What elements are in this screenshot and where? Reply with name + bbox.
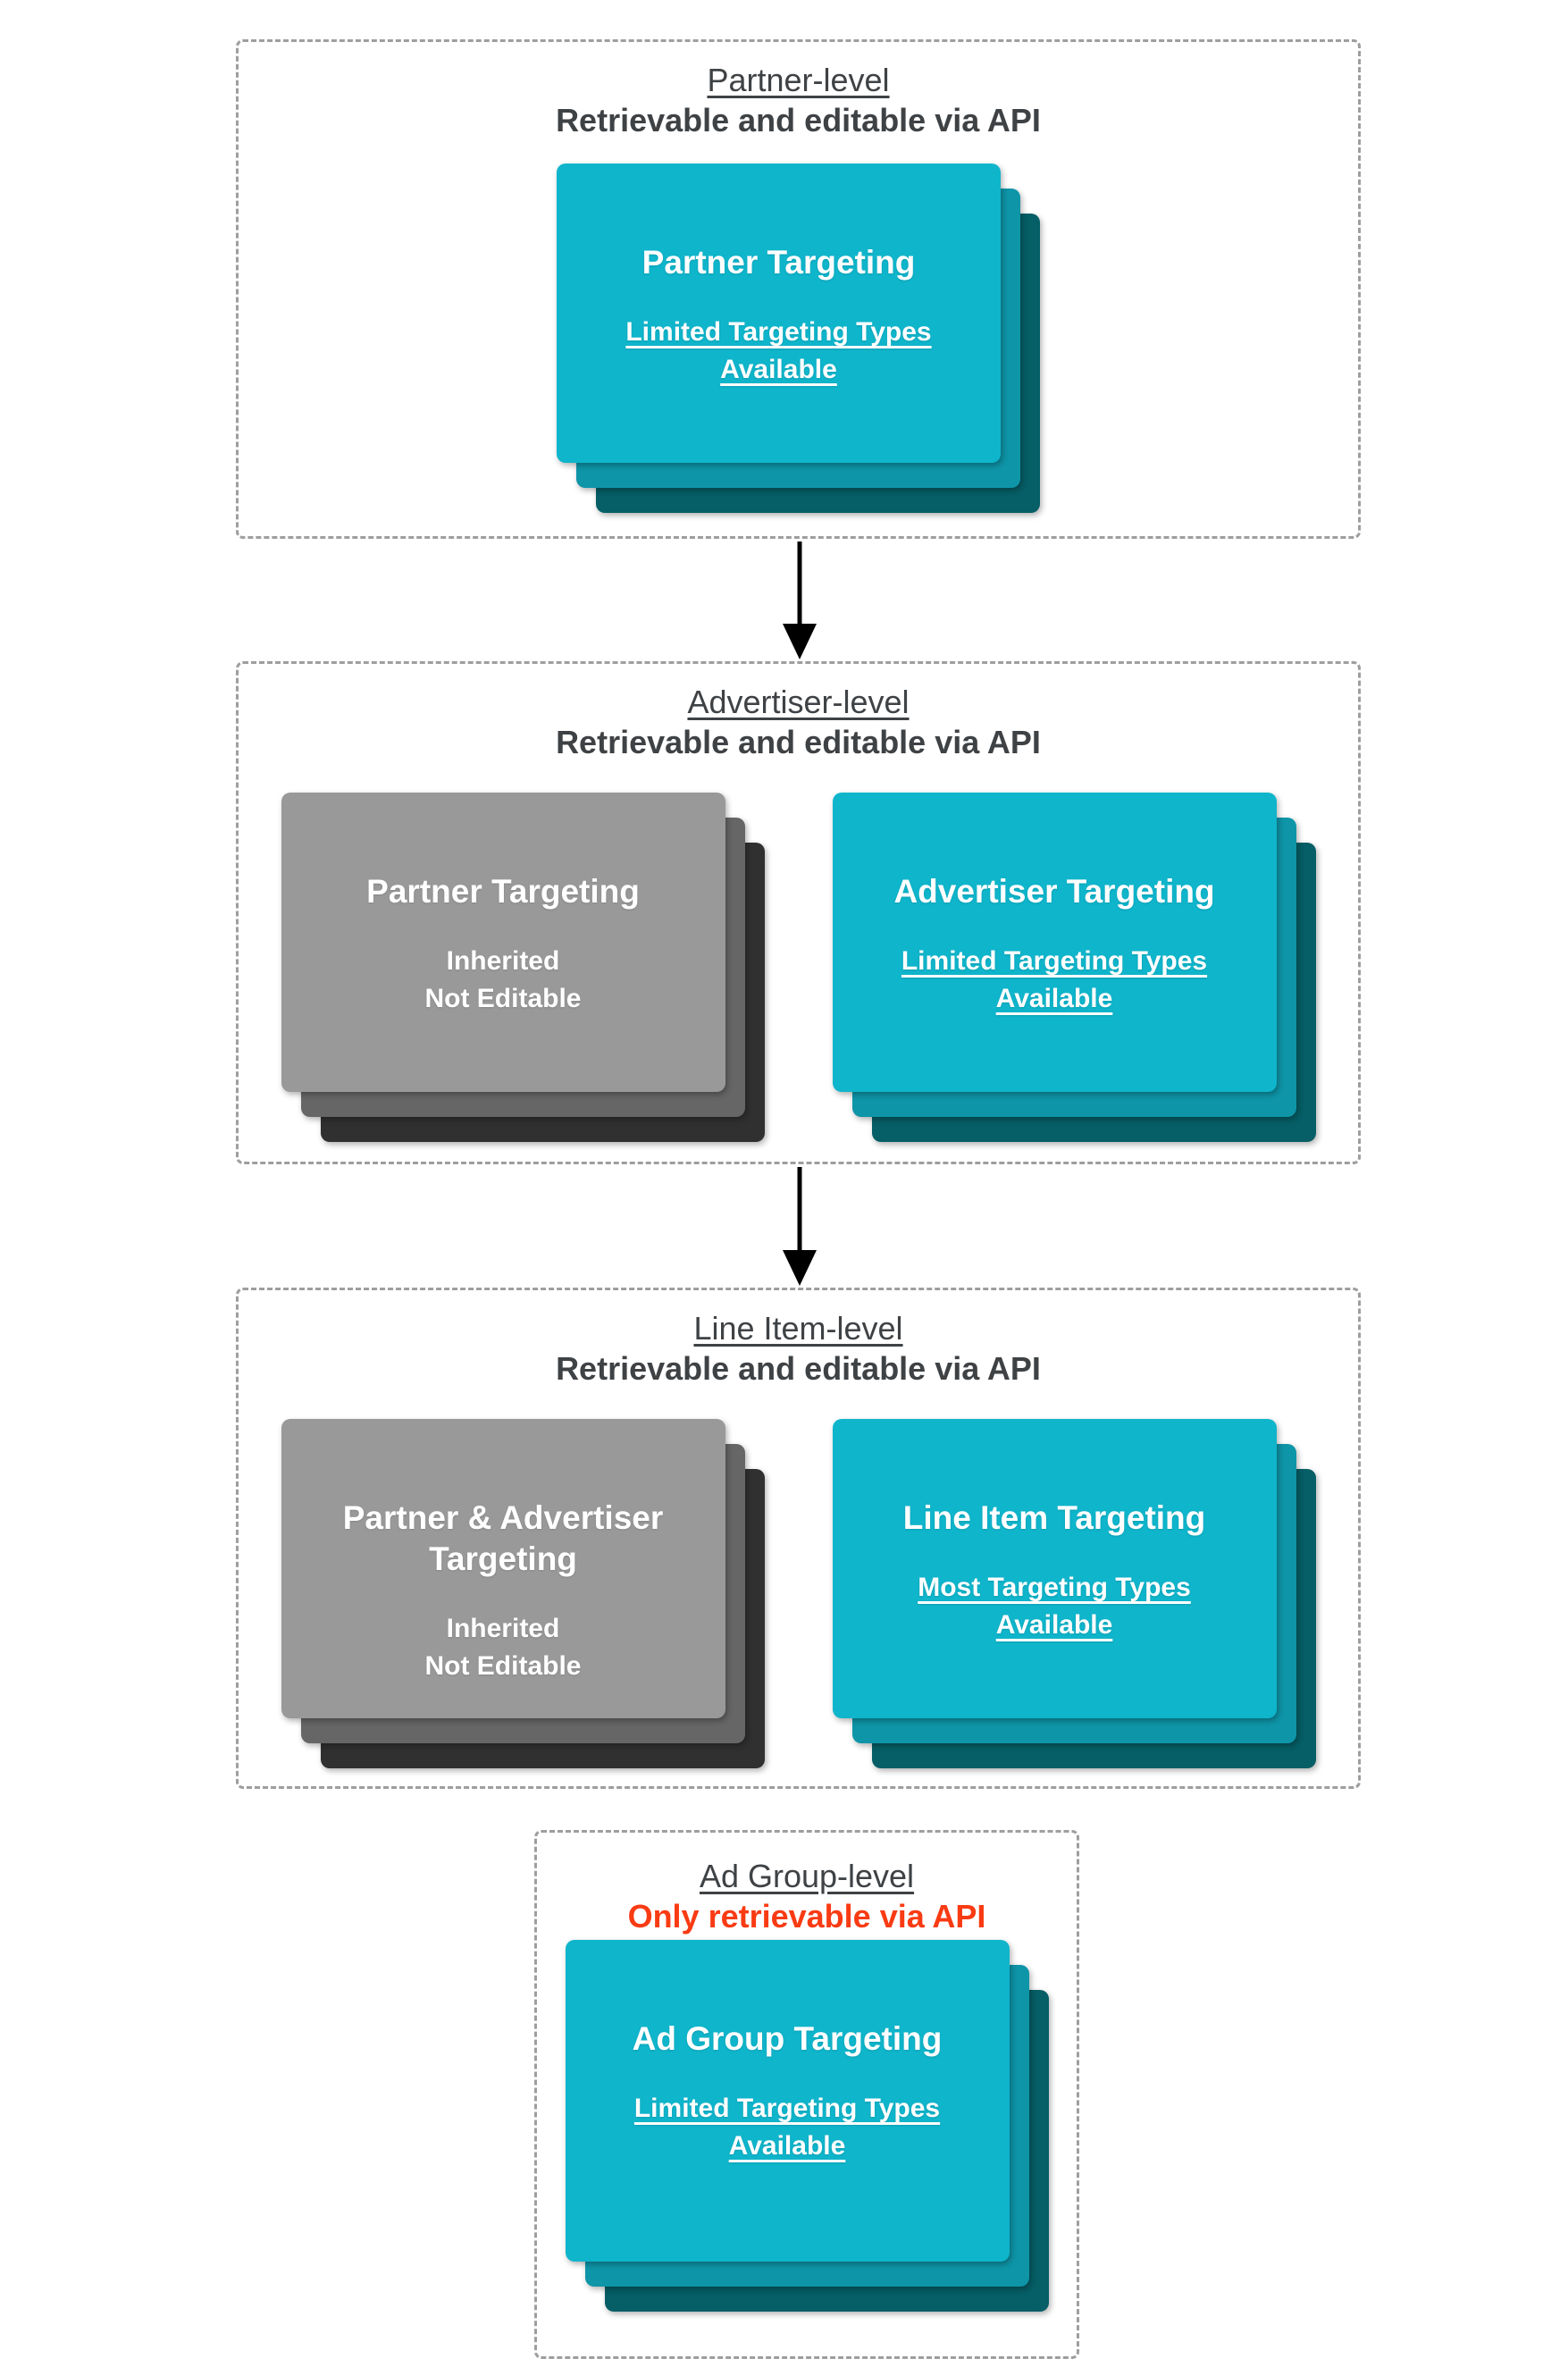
section-title: Partner-level	[707, 62, 890, 98]
card-line-item-targeting: Line Item Targeting Most Targeting Types…	[832, 1419, 1277, 1718]
flow-arrow-advertiser-to-line-item	[782, 1167, 818, 1286]
card-subtitle: Inherited Not Editable	[424, 1610, 581, 1685]
card-row: Ad Group Targeting Limited Targeting Typ…	[565, 1940, 1049, 2313]
card-stack-advertiser-targeting: Advertiser Targeting Limited Targeting T…	[832, 793, 1316, 1142]
card-stack-inherited-partner-advertiser-targeting: Partner & Advertiser Targeting Inherited…	[281, 1419, 765, 1768]
card-row: Partner & Advertiser Targeting Inherited…	[281, 1419, 1316, 1768]
section-title: Ad Group-level	[699, 1858, 915, 1894]
card-subtitle-line: Available	[995, 984, 1113, 1013]
section-subtitle: Retrievable and editable via API	[556, 724, 1041, 760]
card-advertiser-targeting: Advertiser Targeting Limited Targeting T…	[832, 793, 1277, 1092]
card-title: Partner Targeting	[641, 244, 916, 281]
card-title: Ad Group Targeting	[632, 2020, 943, 2057]
card-subtitle-line: Limited Targeting Types	[625, 317, 932, 347]
card-subtitle-line: Available	[720, 355, 837, 384]
card-title: Line Item Targeting	[902, 1499, 1206, 1536]
arrow-down-icon	[783, 624, 817, 659]
section-title: Line Item-level	[693, 1310, 903, 1347]
card-title: Partner Targeting	[366, 873, 640, 910]
section-subtitle: Retrievable and editable via API	[556, 1350, 1041, 1387]
section-subtitle: Retrievable and editable via API	[556, 102, 1041, 138]
card-subtitle: Most Targeting Types Available	[918, 1569, 1191, 1644]
card-stack-ad-group-targeting: Ad Group Targeting Limited Targeting Typ…	[565, 1940, 1049, 2313]
card-subtitle-line: Limited Targeting Types	[633, 2094, 941, 2123]
card-title: Advertiser Targeting	[893, 873, 1215, 910]
card-subtitle: Limited Targeting Types Available	[634, 2090, 940, 2165]
card-subtitle: Limited Targeting Types Available	[901, 943, 1207, 1018]
section-title: Advertiser-level	[687, 684, 910, 720]
card-row: Partner Targeting Limited Targeting Type…	[557, 164, 1040, 513]
card-subtitle-line: Available	[995, 1610, 1113, 1640]
card-subtitle-line: Inherited	[446, 1614, 560, 1643]
section-partner-level: Partner-level Retrievable and editable v…	[236, 39, 1361, 539]
card-subtitle-line: Available	[728, 2131, 846, 2161]
section-advertiser-level: Advertiser-level Retrievable and editabl…	[236, 661, 1361, 1164]
card-subtitle-line: Most Targeting Types	[918, 1573, 1191, 1602]
card-subtitle-line: Not Editable	[424, 984, 582, 1013]
arrow-line	[797, 1167, 802, 1255]
card-subtitle-line: Limited Targeting Types	[901, 946, 1208, 976]
card-inherited-partner-targeting: Partner Targeting Inherited Not Editable	[281, 793, 725, 1092]
card-subtitle: Limited Targeting Types Available	[625, 314, 931, 389]
card-subtitle-line: Inherited	[446, 946, 560, 976]
section-line-item-level: Line Item-level Retrievable and editable…	[236, 1288, 1361, 1789]
section-subtitle: Only retrievable via API	[627, 1898, 986, 1935]
arrow-line	[797, 541, 802, 629]
card-inherited-partner-advertiser-targeting: Partner & Advertiser Targeting Inherited…	[281, 1419, 725, 1718]
card-ad-group-targeting: Ad Group Targeting Limited Targeting Typ…	[565, 1940, 1010, 2262]
card-subtitle: Inherited Not Editable	[424, 943, 581, 1018]
arrow-down-icon	[783, 1250, 817, 1286]
card-stack-inherited-partner-targeting: Partner Targeting Inherited Not Editable	[281, 793, 765, 1142]
card-partner-targeting: Partner Targeting Limited Targeting Type…	[557, 164, 1001, 463]
card-stack-partner-targeting: Partner Targeting Limited Targeting Type…	[557, 164, 1040, 513]
flow-arrow-partner-to-advertiser	[782, 541, 818, 659]
card-subtitle-line: Not Editable	[424, 1651, 582, 1681]
card-title: Partner & Advertiser Targeting	[342, 1499, 664, 1577]
card-stack-line-item-targeting: Line Item Targeting Most Targeting Types…	[832, 1419, 1316, 1768]
section-ad-group-level: Ad Group-level Only retrievable via API …	[534, 1830, 1079, 2359]
card-row: Partner Targeting Inherited Not Editable…	[281, 793, 1316, 1142]
